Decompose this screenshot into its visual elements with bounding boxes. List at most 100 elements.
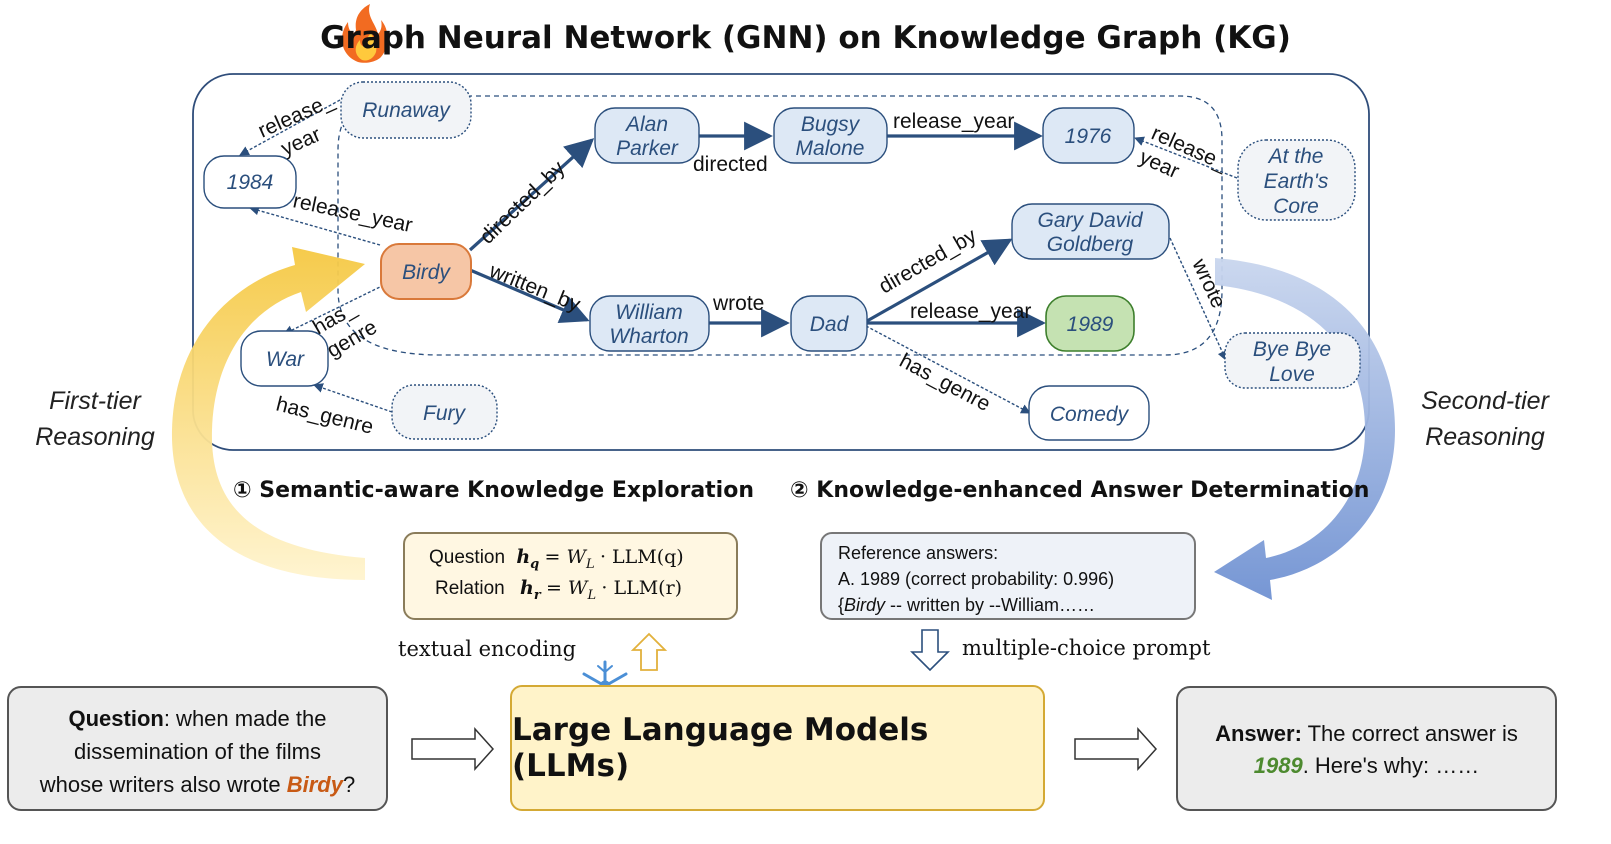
node-1989-shape (1045, 295, 1135, 352)
first-tier-line2: Reasoning (35, 423, 155, 451)
node-dad: Dad (810, 313, 850, 336)
node-alan-shape (594, 107, 700, 164)
answer-box: Answer: The correct answer is 1989. Here… (1176, 686, 1557, 811)
kg-edges (239, 99, 1238, 414)
h-symbol: h (516, 546, 531, 568)
llm-label: Large Language Models (LLMs) (512, 712, 929, 784)
down-arrow-icon (910, 629, 950, 672)
node-william-2: Wharton (609, 325, 688, 348)
reference-line3-italic: Birdy (844, 595, 886, 615)
node-core-2: Earth's (1264, 170, 1329, 193)
node-1976-shape (1042, 107, 1135, 164)
encoding-box: Question hq = WL · LLM(q) Relation hr = … (403, 532, 738, 620)
h-symbol: h (520, 577, 534, 599)
node-bugsy-2: Malone (796, 137, 865, 160)
question-label: Question (68, 706, 164, 731)
answer-label: Answer: (1215, 721, 1302, 746)
node-gary-shape (1011, 203, 1170, 260)
second-tier-line1: Second-tier (1421, 387, 1549, 415)
node-william-1: William (615, 301, 682, 324)
edge-label-release-year-dad: release_year (910, 300, 1031, 323)
page-title: Graph Neural Network (GNN) on Knowledge … (320, 20, 1291, 56)
node-william-shape (589, 295, 710, 352)
question-end: ? (342, 772, 356, 797)
sub-L: L (587, 587, 597, 603)
node-alan-2: Parker (616, 137, 679, 160)
llm-box: Large Language Models (LLMs) (510, 685, 1045, 811)
multiple-choice-prompt-label: multiple-choice prompt (962, 636, 1211, 660)
answer-highlight: 1989 (1253, 753, 1303, 778)
node-fury: Fury (423, 402, 467, 425)
edge-label-wrote-william: wrote (712, 292, 764, 315)
node-runaway-shape (340, 81, 472, 139)
right-arrow-icon (1074, 727, 1158, 771)
node-bye-1: Bye Bye (1253, 338, 1331, 361)
question-text1: : when made the (163, 706, 327, 731)
node-core-3: Core (1273, 195, 1319, 218)
reference-answers-box: Reference answers: A. 1989 (correct prob… (820, 532, 1196, 620)
node-comedy: Comedy (1050, 403, 1130, 426)
reference-line3-rest: -- written by --William…… (885, 595, 1096, 615)
node-runaway: Runaway (362, 99, 451, 122)
first-tier-arrow (171, 247, 365, 580)
question-line2: dissemination of the films (74, 739, 321, 764)
encoding-question-formula: = W (544, 546, 587, 568)
step1-heading: ① Semantic-aware Knowledge Exploration (233, 478, 754, 503)
node-birdy: Birdy (402, 261, 451, 284)
answer-line2: 1989. Here's why: …… (1182, 750, 1551, 782)
node-war: War (266, 348, 305, 371)
node-1984-shape (203, 155, 297, 209)
node-alan-1: Alan (624, 113, 668, 136)
node-core-1: At the (1267, 145, 1324, 168)
node-bugsy-shape (773, 107, 888, 164)
answer-line1: Answer: The correct answer is (1182, 718, 1551, 750)
right-arrow-icon (411, 727, 495, 771)
edge-label-release-year-bugsy: release_year (893, 110, 1014, 133)
second-tier-line2: Reasoning (1425, 423, 1545, 451)
node-bugsy-1: Bugsy (801, 113, 861, 136)
node-comedy-shape (1028, 385, 1150, 441)
question-text3: whose writers also wrote (39, 772, 287, 797)
node-1976: 1976 (1065, 125, 1112, 148)
sub-q: q (530, 556, 540, 572)
reference-line2: A. 1989 (correct probability: 0.996) (838, 569, 1115, 589)
up-arrow-icon (630, 632, 668, 671)
kg-container (192, 73, 1370, 451)
question-box: Question: when made the dissemination of… (7, 686, 388, 811)
encoding-relation-label: Relation (435, 578, 505, 599)
encoding-relation-rhs: · LLM(r) (601, 577, 683, 599)
node-core-shape (1237, 139, 1356, 221)
node-dad-shape (790, 295, 868, 352)
encoding-relation-row: Relation hr = WL · LLM(r) (429, 577, 736, 608)
question-line1: Question: when made the (13, 702, 382, 735)
edge-label-release-year-birdy: release_year (291, 189, 415, 237)
step2-heading: ② Knowledge-enhanced Answer Determinatio… (790, 478, 1370, 503)
sub-L: L (586, 556, 595, 572)
second-tier-arrow (1214, 258, 1395, 600)
subgraph-region (337, 95, 1223, 356)
answer-text2: . Here's why: …… (1302, 753, 1480, 778)
node-bye-2: Love (1269, 363, 1315, 386)
first-tier-label: First-tier Reasoning (20, 383, 170, 455)
encoding-question-rhs: · LLM(q) (599, 546, 684, 568)
textual-encoding-label: textual encoding (398, 637, 577, 661)
node-1984: 1984 (227, 171, 274, 194)
sub-r: r (533, 587, 541, 603)
node-gary-2: Goldberg (1047, 233, 1134, 256)
node-bye-shape (1224, 332, 1361, 389)
answer-text1: The correct answer is (1301, 721, 1518, 746)
reference-line3: {Birdy -- written by --William…… (838, 592, 1194, 618)
edge-label-directed-by-birdy: directed_by (475, 156, 569, 248)
encoding-question-row: Question hq = WL · LLM(q) (429, 546, 736, 577)
node-1989: 1989 (1067, 313, 1114, 336)
reference-line1: Reference answers: (838, 543, 999, 563)
reference-line3-prefix: { (838, 595, 845, 615)
question-highlight: Birdy (286, 772, 343, 797)
edge-label-written-by: written_by (485, 259, 584, 317)
first-tier-line1: First-tier (49, 387, 141, 415)
fire-icon (342, 4, 388, 63)
edge-label-directed: directed (693, 153, 768, 176)
edge-label-has-genre-dad: has_genre (896, 349, 994, 416)
node-war-shape (240, 330, 329, 387)
